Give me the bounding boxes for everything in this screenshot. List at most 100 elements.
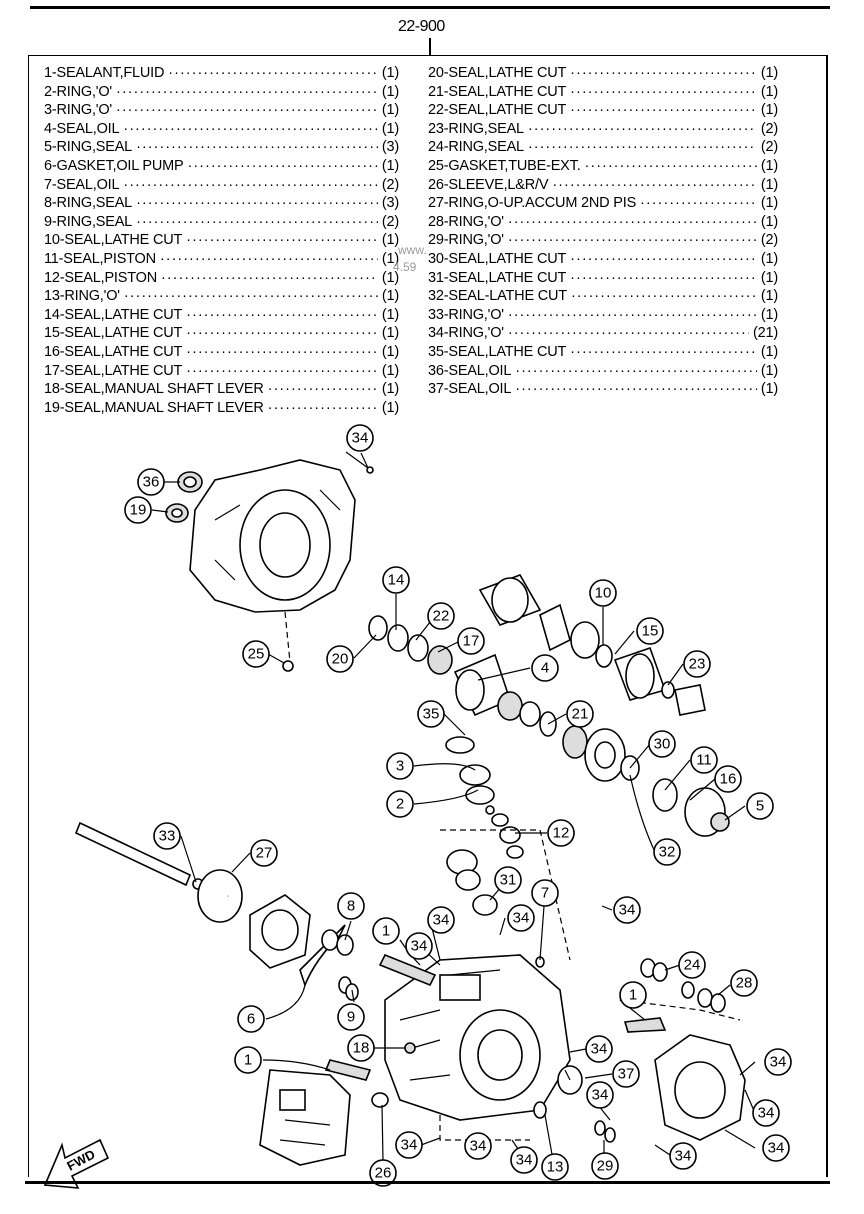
callout-34: 34 bbox=[585, 1035, 613, 1063]
part-name: 13-RING,'O' bbox=[44, 288, 120, 305]
callout-18: 18 bbox=[347, 1034, 375, 1062]
callout-number: 1 bbox=[382, 923, 390, 940]
callout-number: 31 bbox=[500, 872, 517, 889]
callout-31: 31 bbox=[494, 866, 522, 894]
callout-number: 22 bbox=[433, 608, 450, 625]
callout-35: 35 bbox=[417, 700, 445, 728]
callout-circle bbox=[690, 746, 718, 774]
part-quantity: (1) bbox=[381, 232, 399, 249]
callout-32: 32 bbox=[653, 838, 681, 866]
part-name: 17-SEAL,LATHE CUT bbox=[44, 362, 183, 379]
callout-circle bbox=[250, 839, 278, 867]
callout-circle bbox=[242, 640, 270, 668]
part-name: 36-SEAL,OIL bbox=[428, 362, 512, 379]
part-row: 25-GASKET,TUBE-EXT.(1) bbox=[428, 157, 778, 176]
callout-circle bbox=[405, 932, 433, 960]
callout-number: 36 bbox=[143, 474, 160, 491]
callout-14: 14 bbox=[382, 566, 410, 594]
part-name: 22-SEAL,LATHE CUT bbox=[428, 102, 567, 119]
transaxle-case bbox=[384, 954, 571, 1121]
part-name: 4-SEAL,OIL bbox=[44, 120, 120, 137]
callout-circle bbox=[669, 1142, 697, 1170]
callout-number: 17 bbox=[463, 633, 480, 650]
callout-number: 34 bbox=[675, 1148, 692, 1165]
callout-circle bbox=[369, 1159, 397, 1187]
part-quantity: (2) bbox=[381, 176, 399, 193]
callout-34: 34 bbox=[510, 1146, 538, 1174]
callout-34: 34 bbox=[507, 904, 535, 932]
callout-24: 24 bbox=[678, 951, 706, 979]
part-row: 16-SEAL,LATHE CUT(1) bbox=[44, 343, 399, 362]
part-name: 2-RING,'O' bbox=[44, 83, 112, 100]
valve-body bbox=[259, 1069, 351, 1166]
callout-number: 34 bbox=[470, 1138, 487, 1155]
callout-34: 34 bbox=[764, 1048, 792, 1076]
callout-34: 34 bbox=[762, 1134, 790, 1162]
callout-number: 34 bbox=[619, 902, 636, 919]
callout-4: 4 bbox=[531, 654, 559, 682]
callout-circle bbox=[346, 424, 374, 452]
callout-number: 15 bbox=[642, 623, 659, 640]
part-name: 18-SEAL,MANUAL SHAFT LEVER bbox=[44, 381, 264, 398]
callout-number: 2 bbox=[396, 796, 404, 813]
callout-number: 34 bbox=[591, 1041, 608, 1058]
part-row: 28-RING,'O'(1) bbox=[428, 213, 778, 232]
part-quantity: (1) bbox=[381, 381, 399, 398]
callout-circle bbox=[589, 579, 617, 607]
callout-23: 23 bbox=[683, 650, 711, 678]
callout-number: 18 bbox=[353, 1040, 370, 1057]
callout-number: 1 bbox=[629, 987, 637, 1004]
part-quantity: (1) bbox=[760, 306, 778, 323]
part-row: 20-SEAL,LATHE CUT(1) bbox=[428, 64, 778, 83]
part-name: 23-RING,SEAL bbox=[428, 120, 524, 137]
callout-34: 34 bbox=[752, 1099, 780, 1127]
part-quantity: (1) bbox=[381, 288, 399, 305]
callout-13: 13 bbox=[541, 1153, 569, 1181]
part-name: 27-RING,O-UP.ACCUM 2ND PIS bbox=[428, 195, 637, 212]
part-name: 32-SEAL-LATHE CUT bbox=[428, 288, 567, 305]
clutch-stack bbox=[368, 615, 730, 837]
callout-circle bbox=[417, 700, 445, 728]
part-name: 19-SEAL,MANUAL SHAFT LEVER bbox=[44, 399, 264, 416]
callout-circle bbox=[619, 981, 647, 1009]
small-rings bbox=[445, 736, 524, 859]
callout-number: 30 bbox=[654, 736, 671, 753]
part-name: 33-RING,'O' bbox=[428, 306, 504, 323]
part-quantity: (1) bbox=[760, 343, 778, 360]
callout-number: 1 bbox=[244, 1052, 252, 1069]
callout-circle bbox=[237, 1005, 265, 1033]
part-quantity: (1) bbox=[760, 176, 778, 193]
part-row: 21-SEAL,LATHE CUT(1) bbox=[428, 83, 778, 102]
callout-number: 6 bbox=[247, 1011, 255, 1028]
callout-34: 34 bbox=[427, 906, 455, 934]
part-row: 22-SEAL,LATHE CUT (1) bbox=[428, 101, 778, 120]
callout-circle bbox=[653, 838, 681, 866]
part-name: 15-SEAL,LATHE CUT bbox=[44, 325, 183, 342]
callout-number: 12 bbox=[553, 825, 570, 842]
callout-circle bbox=[395, 1131, 423, 1159]
callout-circle bbox=[591, 1152, 619, 1180]
callout-20: 20 bbox=[326, 645, 354, 673]
callout-number: 7 bbox=[541, 885, 549, 902]
callout-9: 9 bbox=[337, 1003, 365, 1031]
callout-number: 16 bbox=[720, 771, 737, 788]
part-row: 36-SEAL,OIL(1) bbox=[428, 362, 778, 381]
callout-number: 37 bbox=[618, 1066, 635, 1083]
part-quantity: (2) bbox=[760, 139, 778, 156]
part-quantity: (1) bbox=[381, 399, 399, 416]
part-quantity: (1) bbox=[381, 120, 399, 137]
bottom-rule bbox=[25, 1181, 830, 1184]
part-quantity: (1) bbox=[760, 269, 778, 286]
callout-number: 19 bbox=[130, 502, 147, 519]
part-row: 31-SEAL,LATHE CUT(1) bbox=[428, 269, 778, 288]
part-row: 27-RING,O-UP.ACCUM 2ND PIS(1) bbox=[428, 194, 778, 213]
part-row: 33-RING,'O' (1) bbox=[428, 306, 778, 325]
converter-housing bbox=[189, 459, 356, 613]
callout-circle bbox=[714, 765, 742, 793]
callout-27: 27 bbox=[250, 839, 278, 867]
callout-number: 35 bbox=[423, 706, 440, 723]
part-row: 8-RING,SEAL(3) bbox=[44, 194, 399, 213]
part-name: 10-SEAL,LATHE CUT bbox=[44, 232, 183, 249]
part-name: 35-SEAL,LATHE CUT bbox=[428, 343, 567, 360]
part-quantity: (1) bbox=[760, 102, 778, 119]
